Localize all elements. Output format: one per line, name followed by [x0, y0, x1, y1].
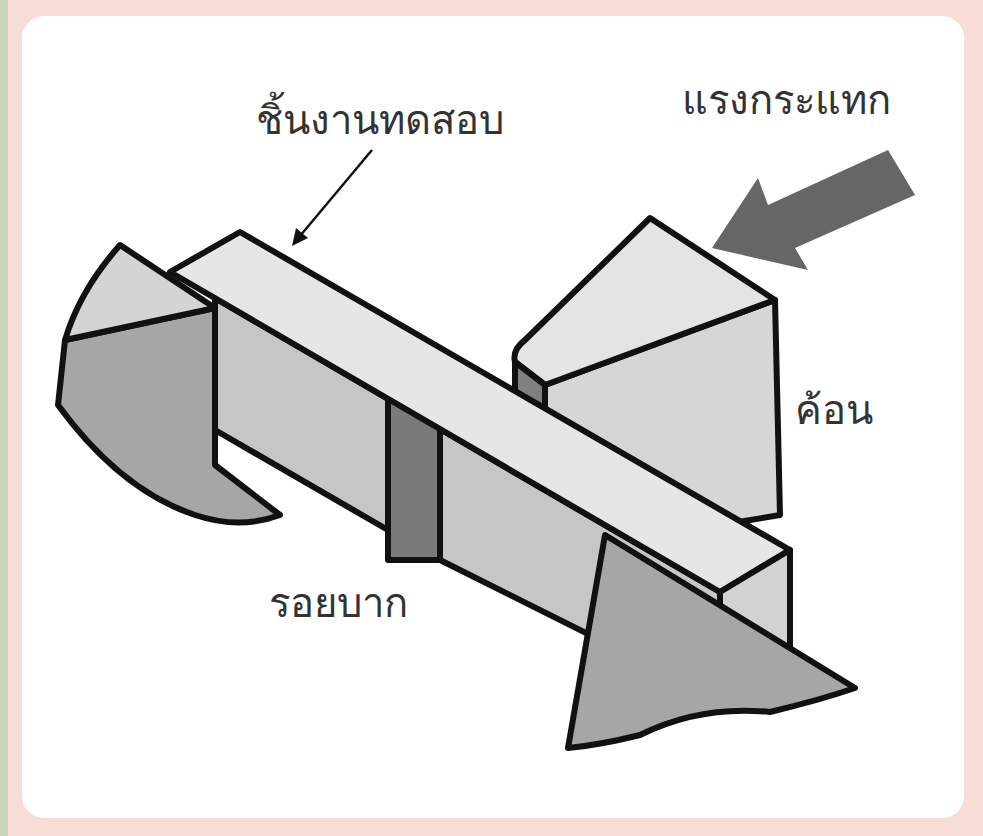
right-anvil — [568, 535, 855, 748]
part-label: ชิ้นงานทดสอบ — [256, 96, 504, 144]
leader-head — [292, 228, 308, 246]
leader-line — [300, 150, 372, 236]
specimen-top — [170, 232, 790, 592]
part-label: รอยบาก — [269, 579, 408, 627]
force-label: แรงกระแทก — [682, 76, 891, 124]
edge-strip — [0, 0, 8, 836]
part-label: ค้อน — [795, 386, 873, 434]
impact-arrow — [712, 150, 915, 270]
